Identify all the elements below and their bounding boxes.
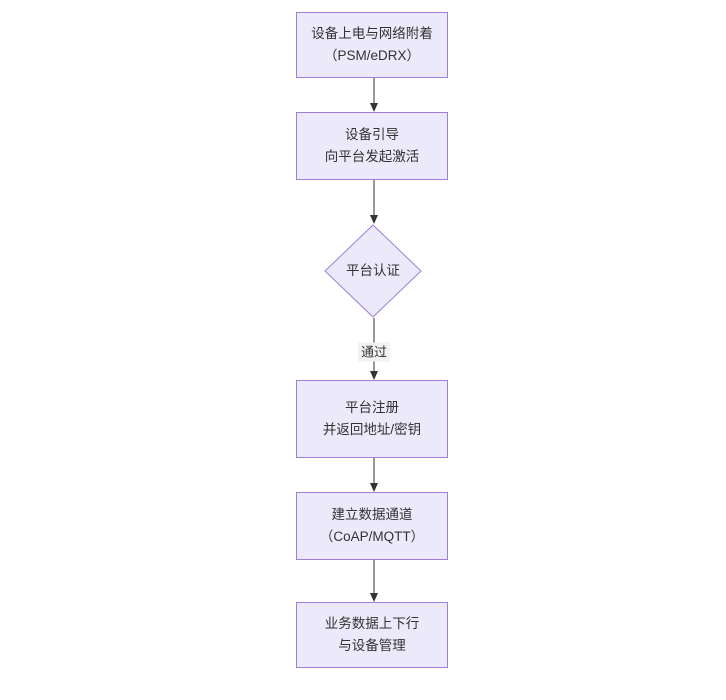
edge-label-pass: 通过	[357, 342, 391, 362]
edge-n1-n2	[360, 78, 388, 114]
node-label-line2: 并返回地址/密钥	[322, 422, 422, 437]
node-label-line2: （CoAP/MQTT）	[319, 529, 425, 544]
node-label-line1: 平台注册	[345, 400, 399, 415]
node-device-power-on[interactable]: 设备上电与网络附着 （PSM/eDRX）	[296, 12, 448, 78]
edge-n2-n3	[360, 180, 388, 226]
node-label-line2: （PSM/eDRX）	[323, 48, 421, 63]
node-label-line1: 平台认证	[346, 263, 400, 278]
node-business-data-uplink-downlink[interactable]: 业务数据上下行 与设备管理	[296, 602, 448, 668]
node-label-line1: 建立数据通道	[331, 507, 413, 522]
node-label-line1: 设备上电与网络附着	[311, 26, 433, 41]
node-establish-data-channel[interactable]: 建立数据通道 （CoAP/MQTT）	[296, 492, 448, 560]
node-label-line1: 设备引导	[345, 127, 399, 142]
node-device-bootstrap[interactable]: 设备引导 向平台发起激活	[296, 112, 448, 180]
node-platform-auth-decision[interactable]: 平台认证	[324, 224, 422, 318]
edge-n5-n6	[360, 560, 388, 604]
node-label-line2: 向平台发起激活	[324, 149, 420, 164]
node-label-line1: 业务数据上下行	[324, 616, 420, 631]
node-platform-register[interactable]: 平台注册 并返回地址/密钥	[296, 380, 448, 458]
node-label-line2: 与设备管理	[338, 638, 406, 653]
edge-n4-n5	[360, 458, 388, 494]
